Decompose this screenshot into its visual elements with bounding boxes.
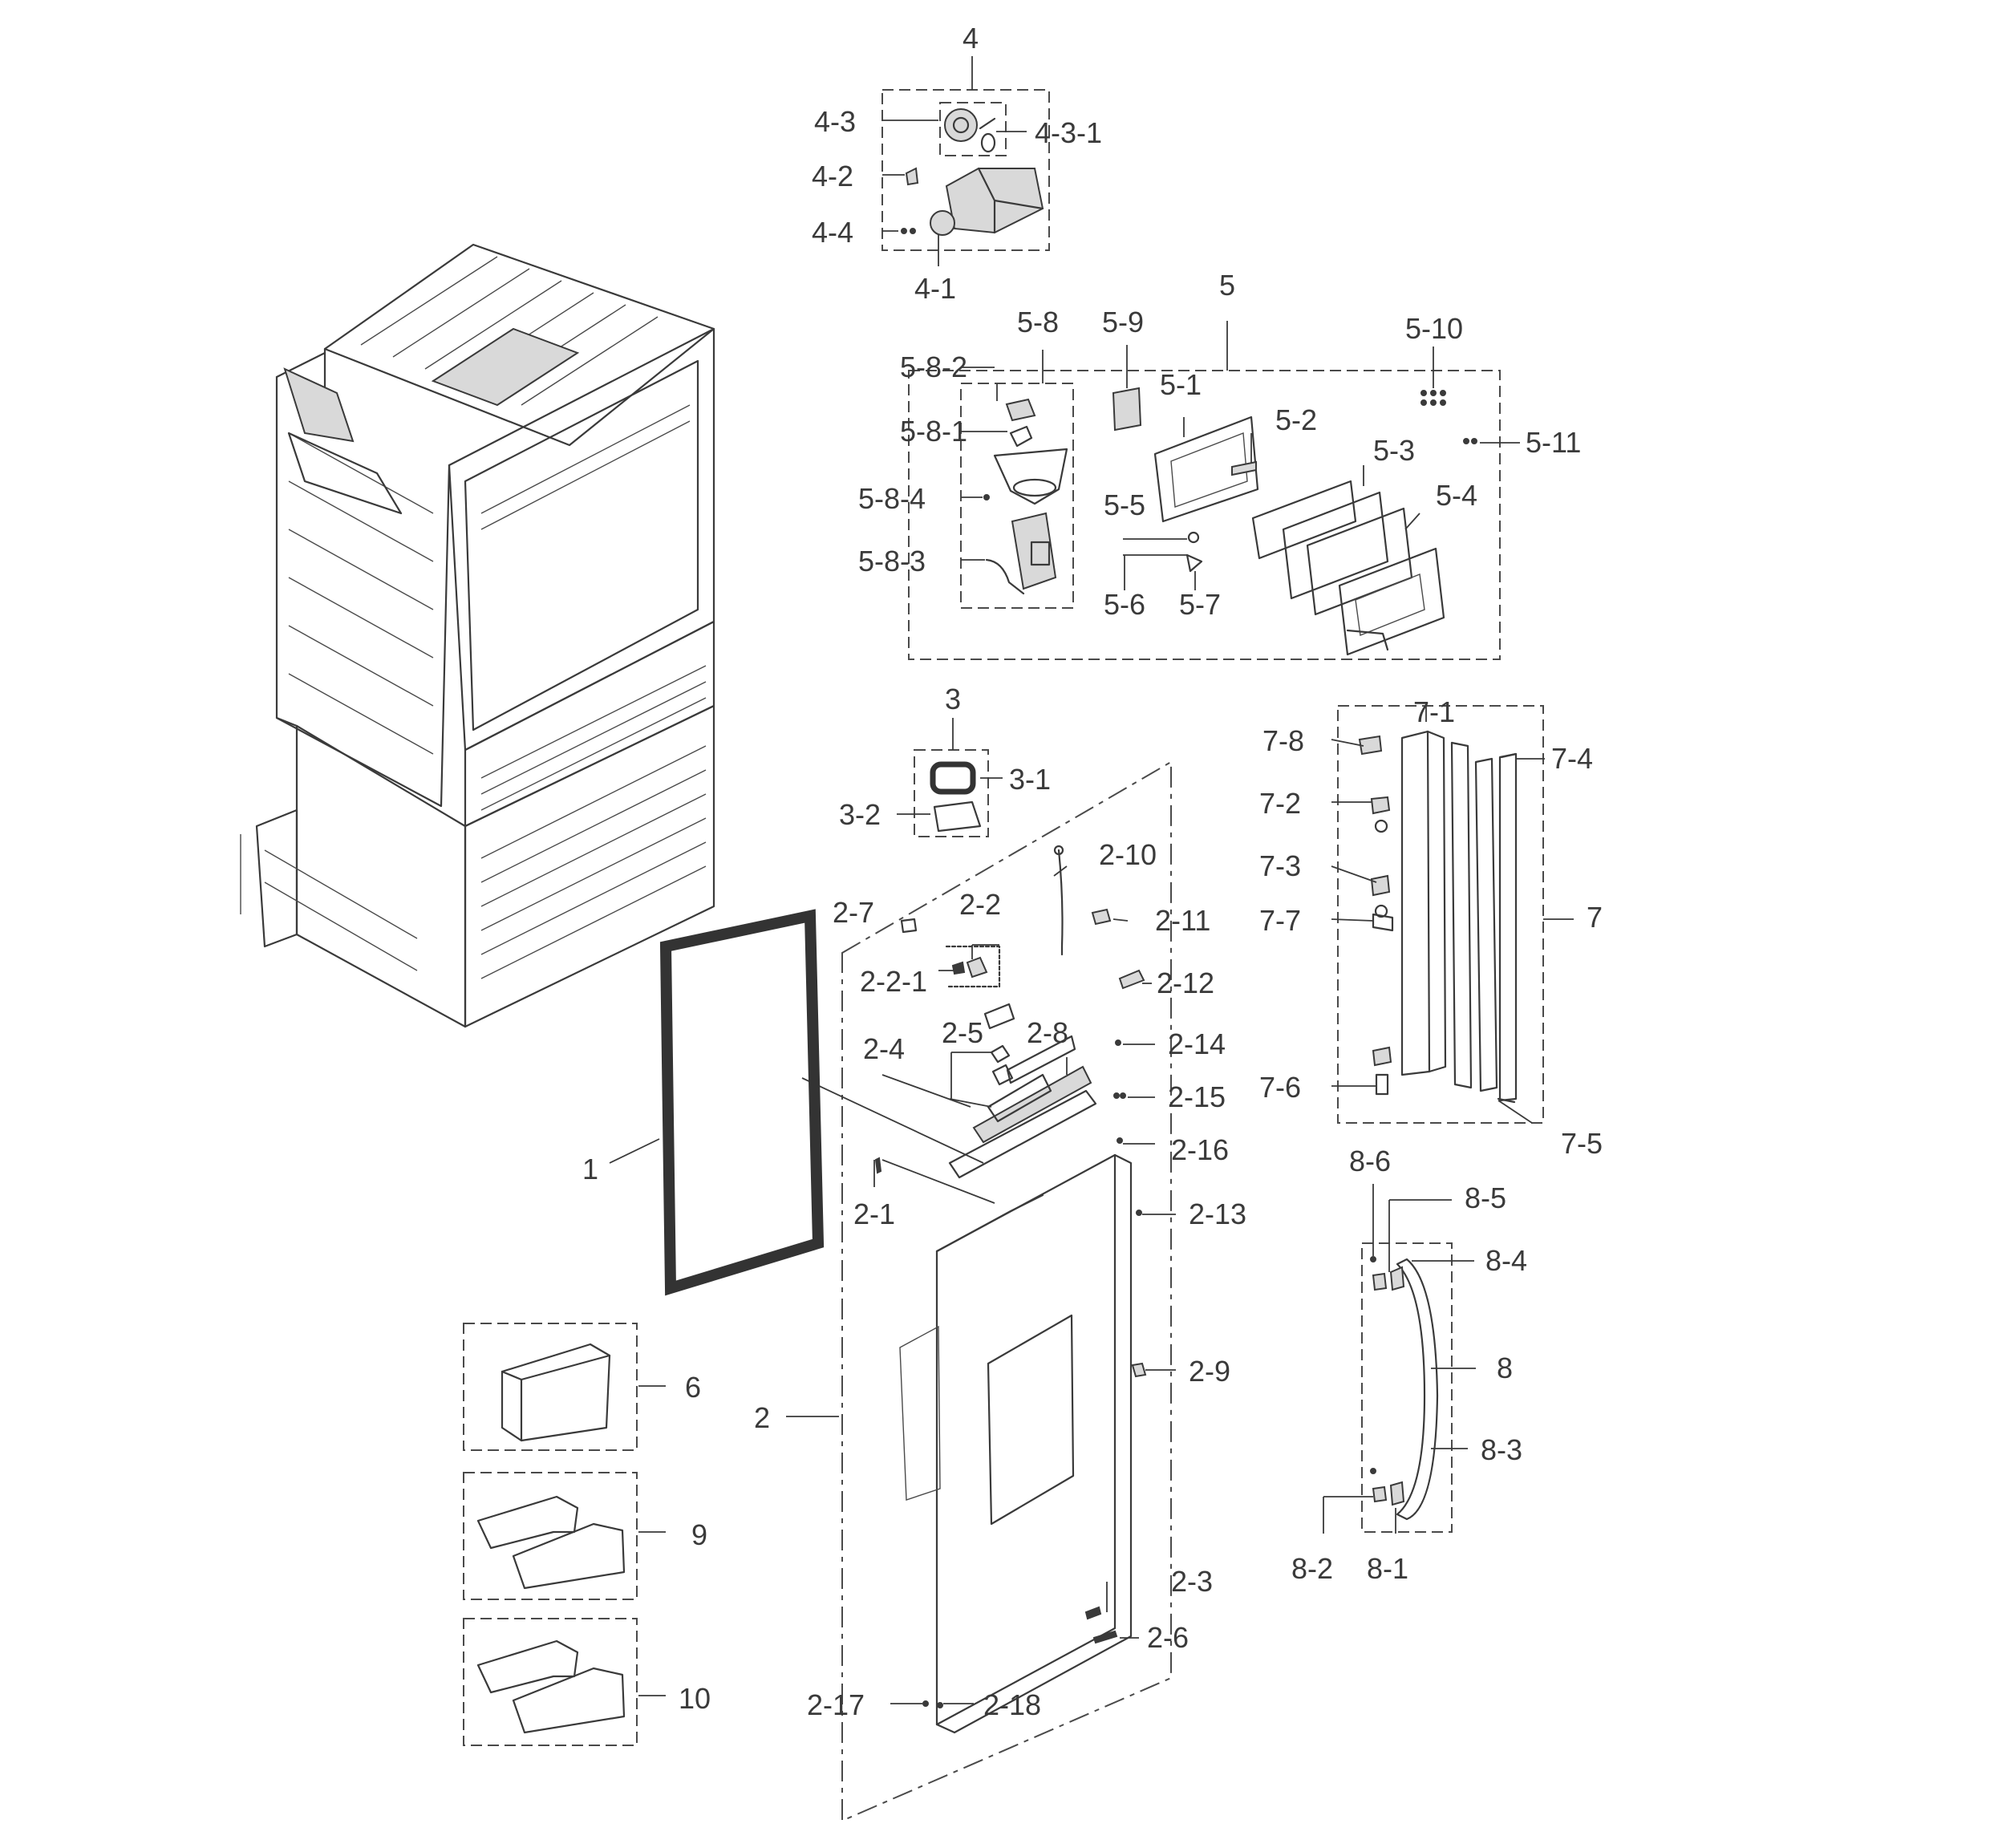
label-7-8: 7-8 [1262, 724, 1304, 757]
label-5-4: 5-4 [1436, 479, 1477, 512]
label-5-10: 5-10 [1405, 312, 1463, 345]
label-2-8: 2-8 [1027, 1016, 1068, 1049]
label-2-6: 2-6 [1147, 1621, 1189, 1654]
label-2-13: 2-13 [1189, 1198, 1246, 1230]
label-10: 10 [679, 1682, 711, 1715]
label-9: 9 [691, 1518, 707, 1551]
group-8-handle [1323, 1184, 1476, 1534]
label-8-1: 8-1 [1367, 1552, 1408, 1585]
label-5-5: 5-5 [1104, 488, 1145, 521]
label-7-6: 7-6 [1259, 1071, 1301, 1104]
label-7-2: 7-2 [1259, 787, 1301, 820]
label-4-1: 4-1 [914, 272, 956, 305]
label-2-12: 2-12 [1157, 967, 1214, 999]
label-5-7: 5-7 [1179, 588, 1221, 621]
label-8-4: 8-4 [1485, 1244, 1527, 1277]
label-2-14: 2-14 [1168, 1027, 1226, 1060]
group-4-ice-maker [881, 56, 1050, 266]
label-5-9: 5-9 [1102, 306, 1144, 338]
part-10-bin [463, 1618, 666, 1746]
label-2-18: 2-18 [983, 1688, 1041, 1721]
label-4-3: 4-3 [814, 105, 856, 138]
label-4-4: 4-4 [812, 216, 853, 249]
part-6-bin [463, 1323, 666, 1451]
label-7: 7 [1587, 901, 1603, 934]
label-5-1: 5-1 [1160, 368, 1202, 401]
label-2-3: 2-3 [1171, 1565, 1213, 1598]
label-2-11: 2-11 [1155, 904, 1210, 937]
group-2-door [786, 760, 1176, 1822]
label-2-9: 2-9 [1189, 1355, 1230, 1388]
refrigerator-cabinet [240, 243, 715, 1028]
label-2: 2 [754, 1401, 770, 1434]
label-5-8-4: 5-8-4 [858, 482, 926, 515]
label-2-5: 2-5 [942, 1016, 983, 1049]
label-2-15: 2-15 [1168, 1080, 1226, 1113]
label-5-8: 5-8 [1017, 306, 1059, 338]
label-2-1: 2-1 [853, 1198, 895, 1230]
label-2-16: 2-16 [1171, 1133, 1229, 1166]
label-3: 3 [945, 683, 961, 715]
label-5-2: 5-2 [1275, 403, 1317, 436]
label-2-17: 2-17 [807, 1688, 865, 1721]
label-2-4: 2-4 [863, 1032, 905, 1065]
label-8: 8 [1497, 1352, 1513, 1384]
label-8-5: 8-5 [1465, 1181, 1506, 1214]
label-5-8-1: 5-8-1 [900, 415, 967, 448]
label-5-6: 5-6 [1104, 588, 1145, 621]
label-8-6: 8-6 [1349, 1145, 1391, 1177]
label-5: 5 [1219, 269, 1235, 302]
label-4-3-1: 4-3-1 [1035, 116, 1102, 149]
group-5-dispenser [908, 321, 1520, 660]
label-5-8-3: 5-8-3 [858, 545, 926, 578]
label-7-3: 7-3 [1259, 849, 1301, 882]
label-3-1: 3-1 [1009, 763, 1051, 796]
label-1: 1 [582, 1153, 598, 1185]
label-7-4: 7-4 [1551, 742, 1593, 775]
label-5-3: 5-3 [1373, 434, 1415, 467]
label-2-2: 2-2 [959, 888, 1001, 921]
label-6: 6 [685, 1371, 701, 1404]
label-2-7: 2-7 [833, 896, 874, 929]
label-7-5: 7-5 [1561, 1127, 1603, 1160]
label-8-2: 8-2 [1291, 1552, 1333, 1585]
label-5-11: 5-11 [1526, 426, 1581, 459]
group-3-seals [897, 718, 1003, 837]
label-7-1: 7-1 [1413, 695, 1455, 728]
group-7-door-trim [1331, 705, 1574, 1124]
part-labels: 4 4-3 4-3-1 4-2 4-4 4-1 5 5-8 5-9 5-8-2 … [582, 22, 1603, 1721]
label-4-2: 4-2 [812, 160, 853, 192]
part-1-gasket [609, 909, 825, 1296]
label-5-8-2: 5-8-2 [900, 351, 967, 383]
label-8-3: 8-3 [1481, 1433, 1522, 1466]
label-2-10: 2-10 [1099, 838, 1157, 871]
label-4: 4 [963, 22, 979, 55]
label-2-2-1: 2-2-1 [860, 965, 927, 998]
part-9-bin [463, 1472, 666, 1600]
label-7-7: 7-7 [1259, 904, 1301, 937]
label-3-2: 3-2 [839, 798, 881, 831]
